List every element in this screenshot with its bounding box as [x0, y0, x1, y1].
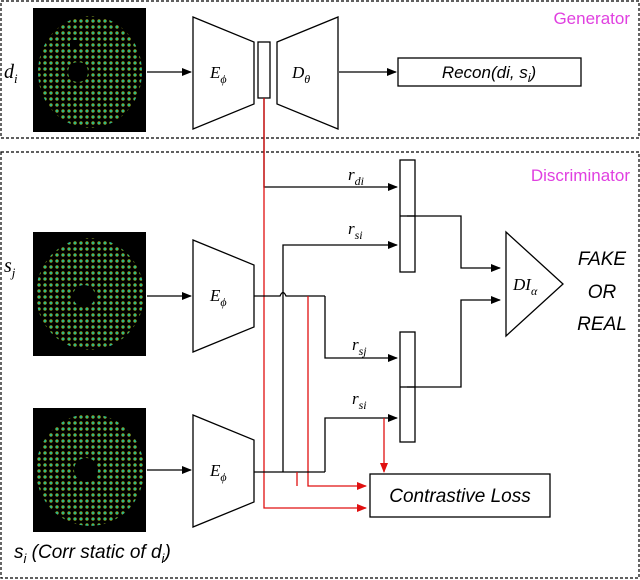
generator-encoder — [192, 16, 255, 130]
discriminator-section-border — [0, 151, 640, 579]
generator-decoder — [276, 16, 339, 130]
contrastive-loss-label: Contrastive Loss — [389, 486, 531, 507]
output-fake: FAKE — [578, 249, 627, 270]
generator-decoder-label: Dθ — [291, 63, 310, 86]
lidar-image-sj — [33, 232, 146, 356]
discriminator-section-label: Discriminator — [531, 166, 631, 185]
generator-section-border — [0, 0, 640, 139]
red-encoder1-to-loss — [307, 296, 367, 490]
lidar-image-si — [33, 408, 146, 532]
rsi-label-2: rsi — [352, 389, 367, 412]
arrow-encoder2-to-rsi-1 — [282, 241, 398, 472]
red-latent-to-loss — [263, 98, 367, 512]
disc-encoder-1 — [192, 239, 255, 353]
rsi-label-1: rsi — [348, 219, 363, 242]
rsj-label: rsj — [352, 335, 367, 358]
output-real: REAL — [577, 314, 627, 335]
latent-vector — [257, 41, 271, 99]
disc-input1-label: sj — [4, 255, 16, 280]
disc-encoder-1-label: Eϕ — [209, 286, 227, 309]
arrow-encoder1-to-rsj — [324, 296, 398, 362]
disc-encoder-2 — [192, 414, 255, 528]
lidar-image-di — [33, 8, 146, 132]
arrow-concat2-to-di — [407, 296, 501, 388]
contrastive-loss-box — [369, 473, 551, 518]
arrow-concat1-to-di — [407, 215, 501, 272]
generator-section-label: Generator — [553, 9, 630, 28]
di-label: DIα — [512, 275, 538, 298]
disc-encoder-2-label: Eϕ — [209, 461, 227, 484]
recon-box — [397, 57, 582, 87]
recon-label: Recon(di, si) — [442, 63, 536, 85]
generator-encoder-label: Eϕ — [209, 63, 227, 86]
arrow-encoder2-to-rsi-2 — [324, 414, 398, 472]
di-discriminator — [505, 230, 564, 338]
output-or: OR — [588, 282, 617, 303]
rdi-label: rdi — [348, 165, 364, 188]
disc-input2-caption: si (Corr static of di) — [14, 542, 171, 566]
generator-input-label: di — [4, 61, 18, 86]
